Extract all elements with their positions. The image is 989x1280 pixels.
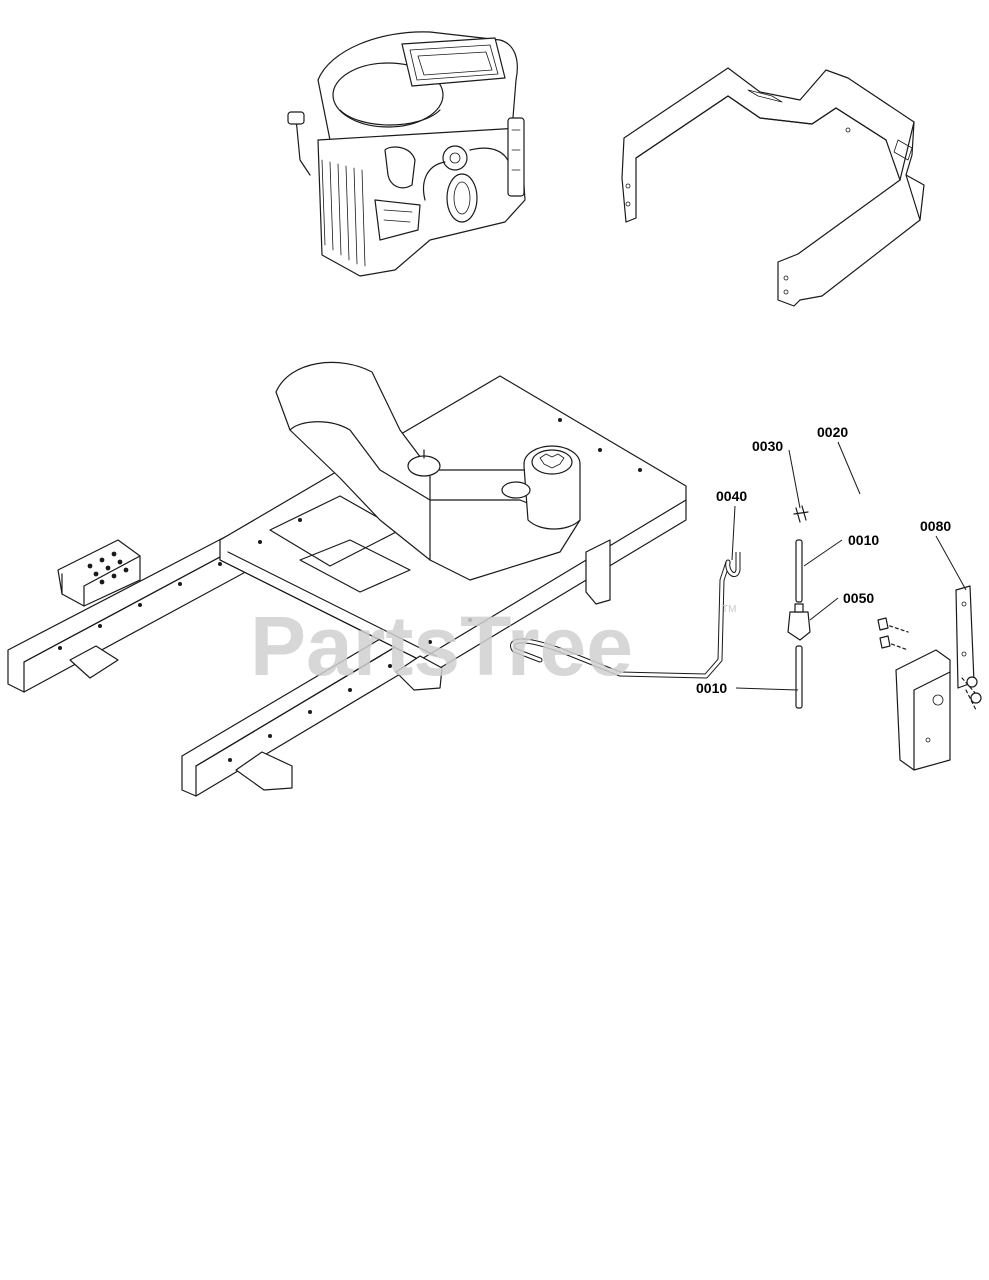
callout-labels: 0030 0020 0040 0010 0050 0010 0080 [696, 424, 951, 696]
frame-illustration[interactable] [7, 361, 687, 797]
fuel-line-parts[interactable] [510, 437, 900, 709]
callout-0020[interactable]: 0020 [817, 424, 848, 440]
callout-leaders [731, 441, 967, 691]
mount-bracket-assembly[interactable] [877, 585, 982, 771]
callout-0030[interactable]: 0030 [752, 438, 783, 454]
callout-0010-upper[interactable]: 0010 [848, 532, 879, 548]
bracket-illustration[interactable] [621, 67, 925, 307]
callout-0040[interactable]: 0040 [716, 488, 747, 504]
engine-illustration[interactable] [287, 31, 526, 277]
watermark: PartsTree TM [250, 599, 736, 693]
callout-0050[interactable]: 0050 [843, 590, 874, 606]
watermark-text: PartsTree [250, 599, 633, 693]
watermark-trademark: TM [722, 604, 736, 615]
callout-0080[interactable]: 0080 [920, 518, 951, 534]
callout-0010-lower[interactable]: 0010 [696, 680, 727, 696]
